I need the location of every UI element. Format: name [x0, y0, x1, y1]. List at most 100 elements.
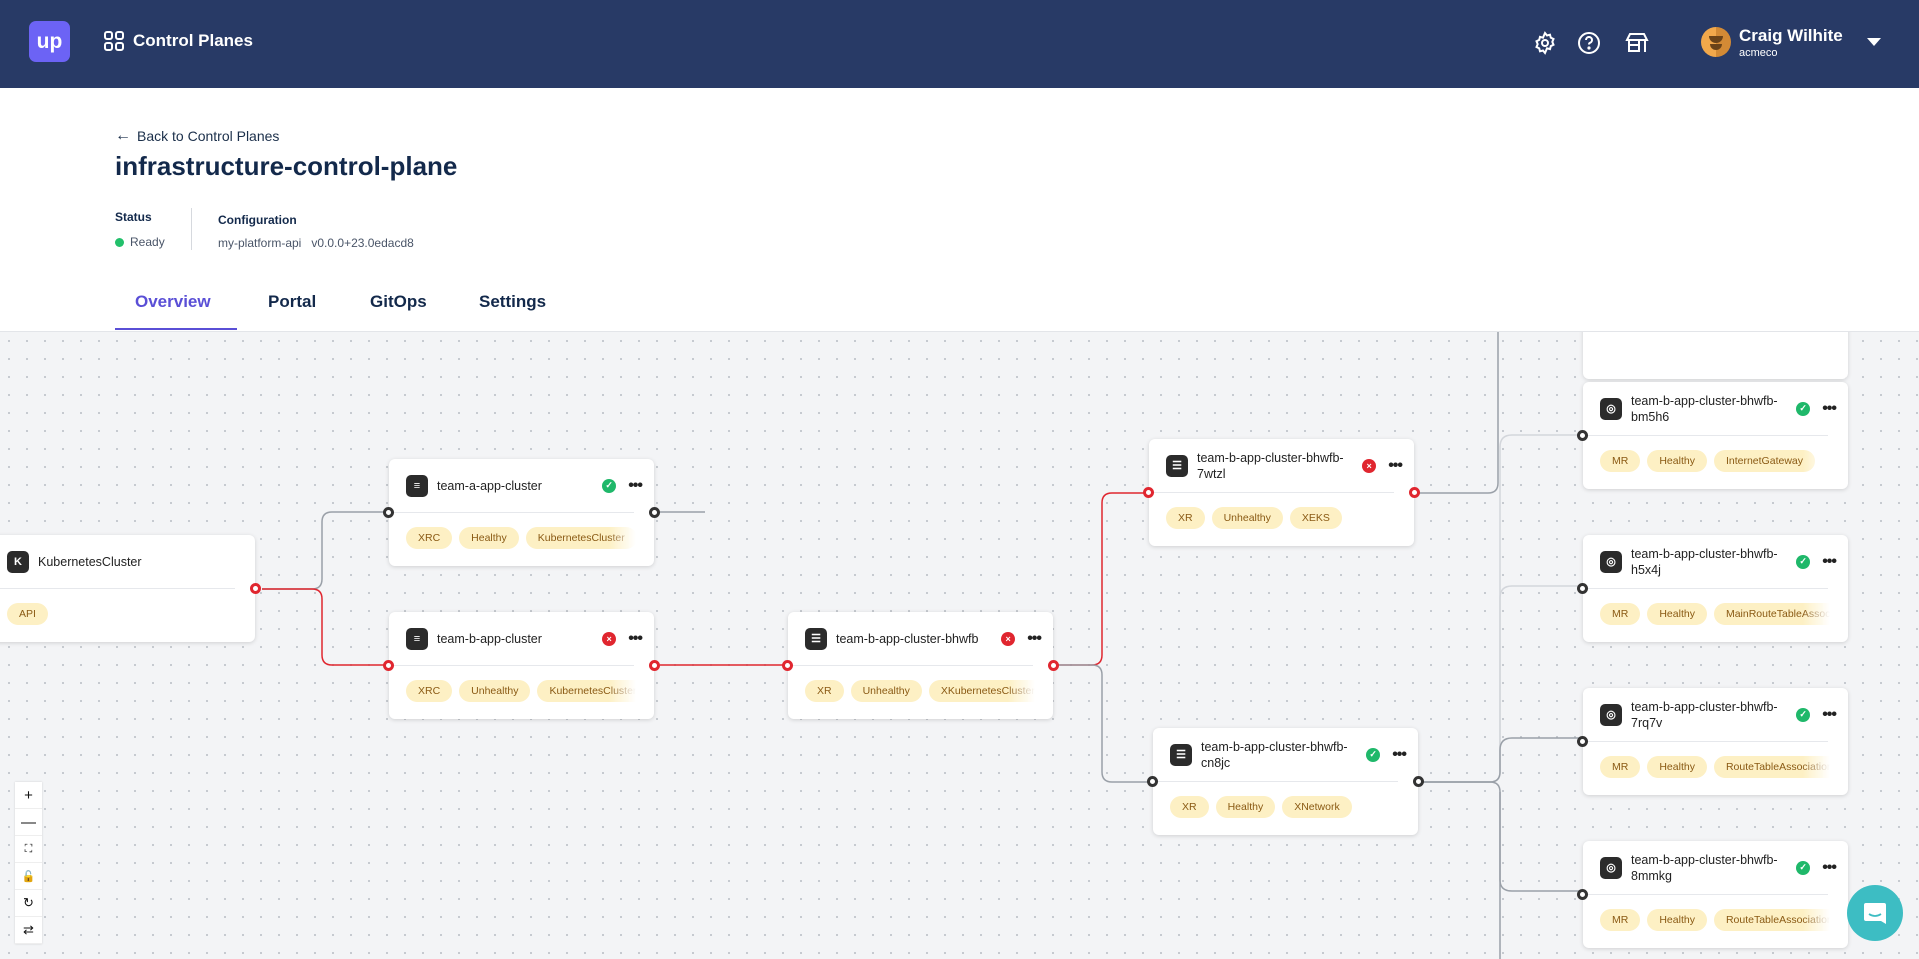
- refresh-button[interactable]: ⇄: [15, 917, 42, 944]
- edge: [1422, 781, 1583, 892]
- status-dot-icon: [115, 238, 124, 247]
- chat-launcher-button[interactable]: [1847, 885, 1903, 941]
- output-handle[interactable]: [649, 507, 660, 518]
- edge: [1058, 492, 1149, 666]
- output-handle[interactable]: [1413, 776, 1424, 787]
- tab-gitops[interactable]: GitOps: [370, 292, 427, 311]
- graph-node-partial[interactable]: [1583, 332, 1848, 379]
- node-menu-button[interactable]: •••: [628, 629, 643, 647]
- input-handle[interactable]: [1577, 583, 1588, 594]
- output-handle[interactable]: [1409, 487, 1420, 498]
- input-handle[interactable]: [782, 660, 793, 671]
- target-icon: ◎: [1600, 550, 1622, 573]
- input-handle[interactable]: [1577, 889, 1588, 900]
- node-tag: Unhealthy: [459, 680, 531, 702]
- input-handle[interactable]: [383, 660, 394, 671]
- input-handle[interactable]: [1143, 487, 1154, 498]
- node-divider: [1583, 588, 1828, 589]
- node-divider: [788, 665, 1033, 666]
- node-tag: MR: [1600, 450, 1641, 472]
- node-tag: MainRouteTableAssociation: [1713, 603, 1830, 625]
- healthy-check-icon: ✓: [1796, 554, 1811, 569]
- node-tag: XNetwork: [1282, 796, 1352, 818]
- divider: [191, 208, 192, 250]
- input-handle[interactable]: [1147, 776, 1158, 787]
- unlock-icon: 🔓: [21, 870, 36, 883]
- node-menu-button[interactable]: •••: [1822, 552, 1837, 570]
- node-name: team-b-app-cluster-bhwfb-7wtzl: [1197, 450, 1344, 481]
- top-nav: up Control Planes Craig Wilhite acmeco: [0, 0, 1919, 88]
- graph-edges: [262, 332, 1583, 959]
- node-menu-button[interactable]: •••: [1822, 705, 1837, 723]
- help-icon[interactable]: [1577, 31, 1601, 55]
- zoom-in-button[interactable]: +: [15, 782, 42, 809]
- node-menu-button[interactable]: •••: [1822, 858, 1837, 876]
- node-menu-button[interactable]: •••: [1822, 399, 1837, 417]
- lock-button[interactable]: 🔓: [15, 863, 42, 890]
- node-menu-button[interactable]: •••: [1388, 456, 1403, 474]
- unhealthy-x-icon: ×: [602, 631, 617, 646]
- zoom-out-button[interactable]: —: [15, 809, 42, 836]
- node-menu-button[interactable]: •••: [1027, 629, 1042, 647]
- back-link[interactable]: ← Back to Control Planes: [115, 127, 279, 145]
- rotate-icon: ↻: [23, 895, 34, 910]
- node-tag: API: [7, 603, 48, 625]
- configuration-label: Configuration: [218, 213, 297, 227]
- node-tag: Healthy: [1647, 603, 1707, 625]
- tab-portal[interactable]: Portal: [268, 292, 317, 311]
- tab-overview[interactable]: Overview: [135, 292, 211, 311]
- rotate-button[interactable]: ↻: [15, 890, 42, 917]
- upbound-logo[interactable]: up: [29, 21, 70, 62]
- layers-icon: ≡: [406, 474, 428, 497]
- node-tag: MR: [1600, 603, 1641, 625]
- output-handle[interactable]: [1048, 660, 1059, 671]
- user-avatar[interactable]: [1701, 27, 1731, 57]
- settings-icon[interactable]: [1533, 31, 1557, 55]
- target-icon: ◎: [1600, 856, 1622, 879]
- list-icon: ☰: [1166, 454, 1188, 477]
- node-divider: [1583, 435, 1828, 436]
- configuration-name[interactable]: my-platform-api: [218, 236, 302, 250]
- output-handle[interactable]: [250, 583, 261, 594]
- input-handle[interactable]: [383, 507, 394, 518]
- input-handle[interactable]: [1577, 430, 1588, 441]
- user-menu-caret-icon[interactable]: [1867, 38, 1881, 46]
- unhealthy-x-icon: ×: [1362, 458, 1377, 473]
- node-menu-button[interactable]: •••: [628, 476, 643, 494]
- kubernetes-icon: K: [7, 550, 29, 573]
- node-tag: Healthy: [1647, 909, 1707, 931]
- tab-settings[interactable]: Settings: [479, 292, 547, 311]
- node-name: team-b-app-cluster-bhwfb-8mmkg: [1631, 852, 1778, 883]
- node-tags: MR Healthy MainRouteTableAssociation: [1600, 603, 1830, 625]
- arrow-left-icon: ←: [115, 127, 131, 144]
- output-handle[interactable]: [649, 660, 660, 671]
- user-name[interactable]: Craig Wilhite: [1739, 26, 1843, 45]
- edge: [1422, 737, 1583, 783]
- node-tag: Healthy: [1647, 450, 1707, 472]
- marketplace-icon[interactable]: [1625, 31, 1649, 55]
- input-handle[interactable]: [1577, 736, 1588, 747]
- status-label: Status: [115, 210, 152, 224]
- node-tag: Healthy: [459, 527, 519, 549]
- node-tag: RouteTableAssociation: [1713, 756, 1830, 778]
- fit-view-button[interactable]: ⛶: [15, 836, 42, 863]
- control-planes-nav[interactable]: Control Planes: [104, 31, 253, 51]
- node-menu-button[interactable]: •••: [1392, 745, 1407, 763]
